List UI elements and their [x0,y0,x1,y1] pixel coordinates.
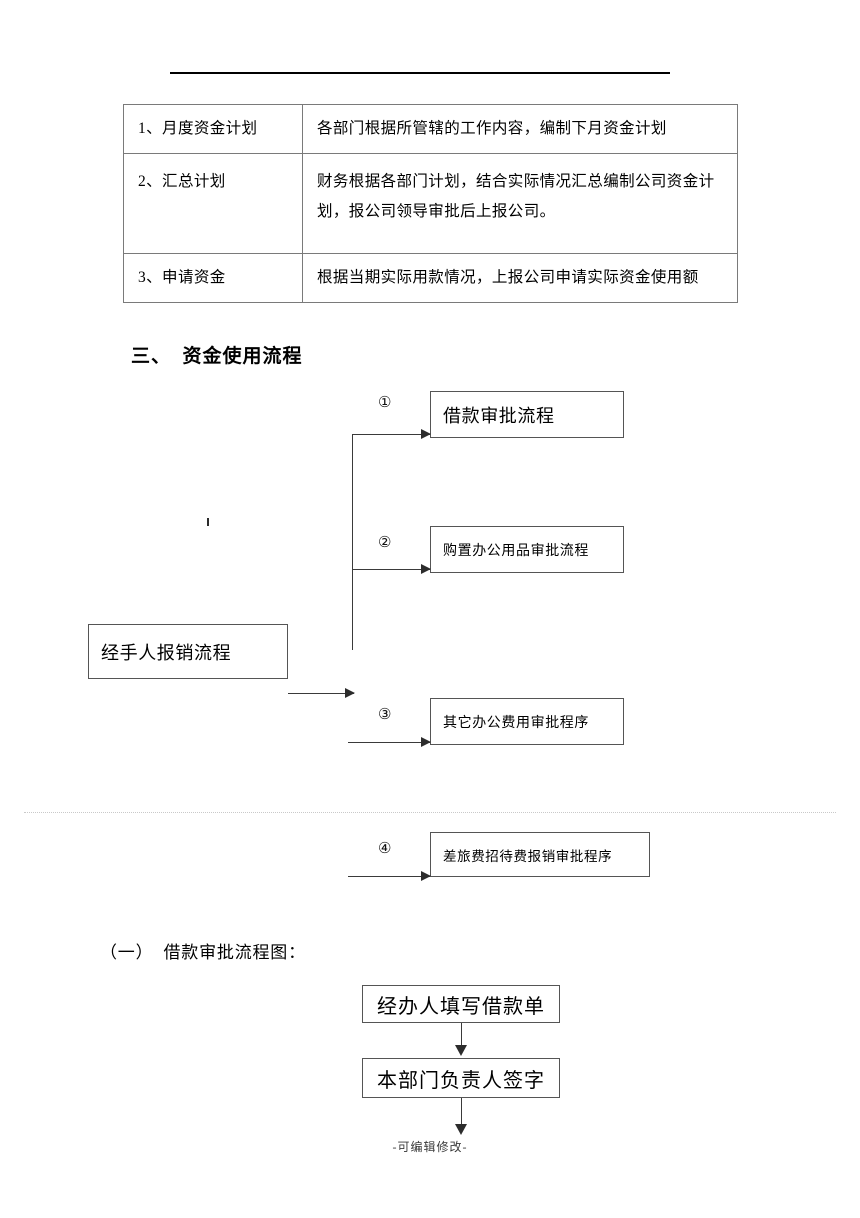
table-cell-description: 财务根据各部门计划，结合实际情况汇总编制公司资金计划，报公司领导审批后上报公司。 [302,153,738,254]
table-cell-label: 3、申请资金 [123,253,303,303]
flow-box-handler-reimbursement: 经手人报销流程 [88,624,288,679]
arrow-right-icon [421,737,431,747]
flow-box-other-expense: 其它办公费用审批程序 [430,698,624,745]
table-row: 2、汇总计划 财务根据各部门计划，结合实际情况汇总编制公司资金计划，报公司领导审… [123,153,738,254]
flow-box-travel-entertainment: 差旅费招待费报销审批程序 [430,832,650,877]
branch-marker-1: ① [378,395,392,411]
table-row: 1、月度资金计划 各部门根据所管辖的工作内容，编制下月资金计划 [123,104,738,154]
stray-ink-mark [207,518,209,526]
flow-box-handler-reimbursement-label: 经手人报销流程 [101,642,232,663]
page-section-dotted-separator [24,812,836,813]
flow-box-office-supplies-label: 购置办公用品审批流程 [443,543,589,559]
subsection-heading: （一） 借款审批流程图： [100,943,306,962]
loan-flow-connector-1 [461,1023,462,1047]
footer-note: -可编辑修改- [392,1140,468,1154]
branch-marker-2: ② [378,535,392,551]
connector-branch-1-line [352,434,430,435]
connector-trunk-line [352,434,353,650]
table-cell-description: 根据当期实际用款情况，上报公司申请实际资金使用额 [302,253,738,303]
arrow-right-icon [421,871,431,881]
table-cell-label: 1、月度资金计划 [123,104,303,154]
header-divider-rule [170,72,670,74]
arrow-right-icon [345,688,355,698]
section-heading: 三、 资金使用流程 [131,346,303,367]
table-row: 3、申请资金 根据当期实际用款情况，上报公司申请实际资金使用额 [123,253,738,303]
connector-branch-2-line [352,569,430,570]
arrow-down-icon [455,1124,467,1135]
loan-flow-connector-2 [461,1098,462,1126]
flow-box-office-supplies: 购置办公用品审批流程 [430,526,624,573]
connector-branch-3-line [348,742,430,743]
flow-box-other-expense-label: 其它办公费用审批程序 [443,715,589,731]
connector-branch-4-line [348,876,430,877]
arrow-down-icon [455,1045,467,1056]
flow-box-loan-approval-label: 借款审批流程 [443,405,555,426]
branch-marker-3: ③ [378,707,392,723]
branch-marker-4: ④ [378,841,392,857]
arrow-right-icon [421,429,431,439]
flow-box-loan-approval: 借款审批流程 [430,391,624,438]
table-cell-description: 各部门根据所管辖的工作内容，编制下月资金计划 [302,104,738,154]
arrow-right-icon [421,564,431,574]
loan-flow-step-1: 经办人填写借款单 [362,985,560,1023]
fund-plan-table: 1、月度资金计划 各部门根据所管辖的工作内容，编制下月资金计划 2、汇总计划 财… [123,104,738,303]
loan-flow-step-2: 本部门负责人签字 [362,1058,560,1098]
table-cell-label: 2、汇总计划 [123,153,303,254]
connector-handler-stub-line [288,693,354,694]
flow-box-travel-entertainment-label: 差旅费招待费报销审批程序 [443,848,613,864]
